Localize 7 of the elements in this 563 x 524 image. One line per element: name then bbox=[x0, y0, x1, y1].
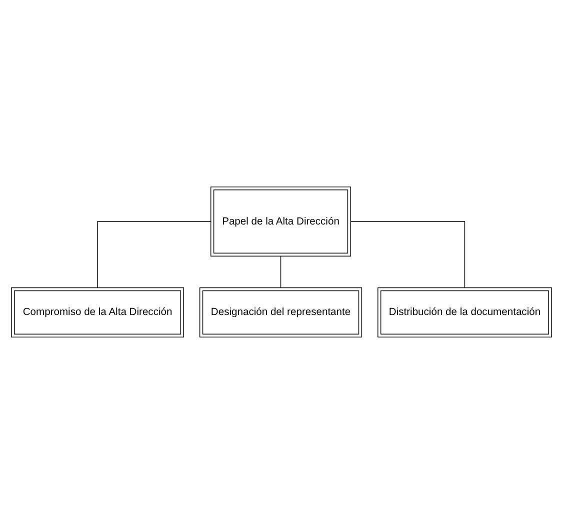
node-box: Papel de la Alta Dirección bbox=[210, 186, 352, 256]
connector bbox=[280, 256, 282, 288]
connector bbox=[350, 221, 466, 288]
node-box: Compromiso de la Alta Dirección bbox=[11, 287, 184, 338]
node-box: Distribución de la documentación bbox=[378, 287, 552, 338]
connector bbox=[97, 221, 212, 288]
node-box: Designación del representante bbox=[199, 287, 362, 338]
